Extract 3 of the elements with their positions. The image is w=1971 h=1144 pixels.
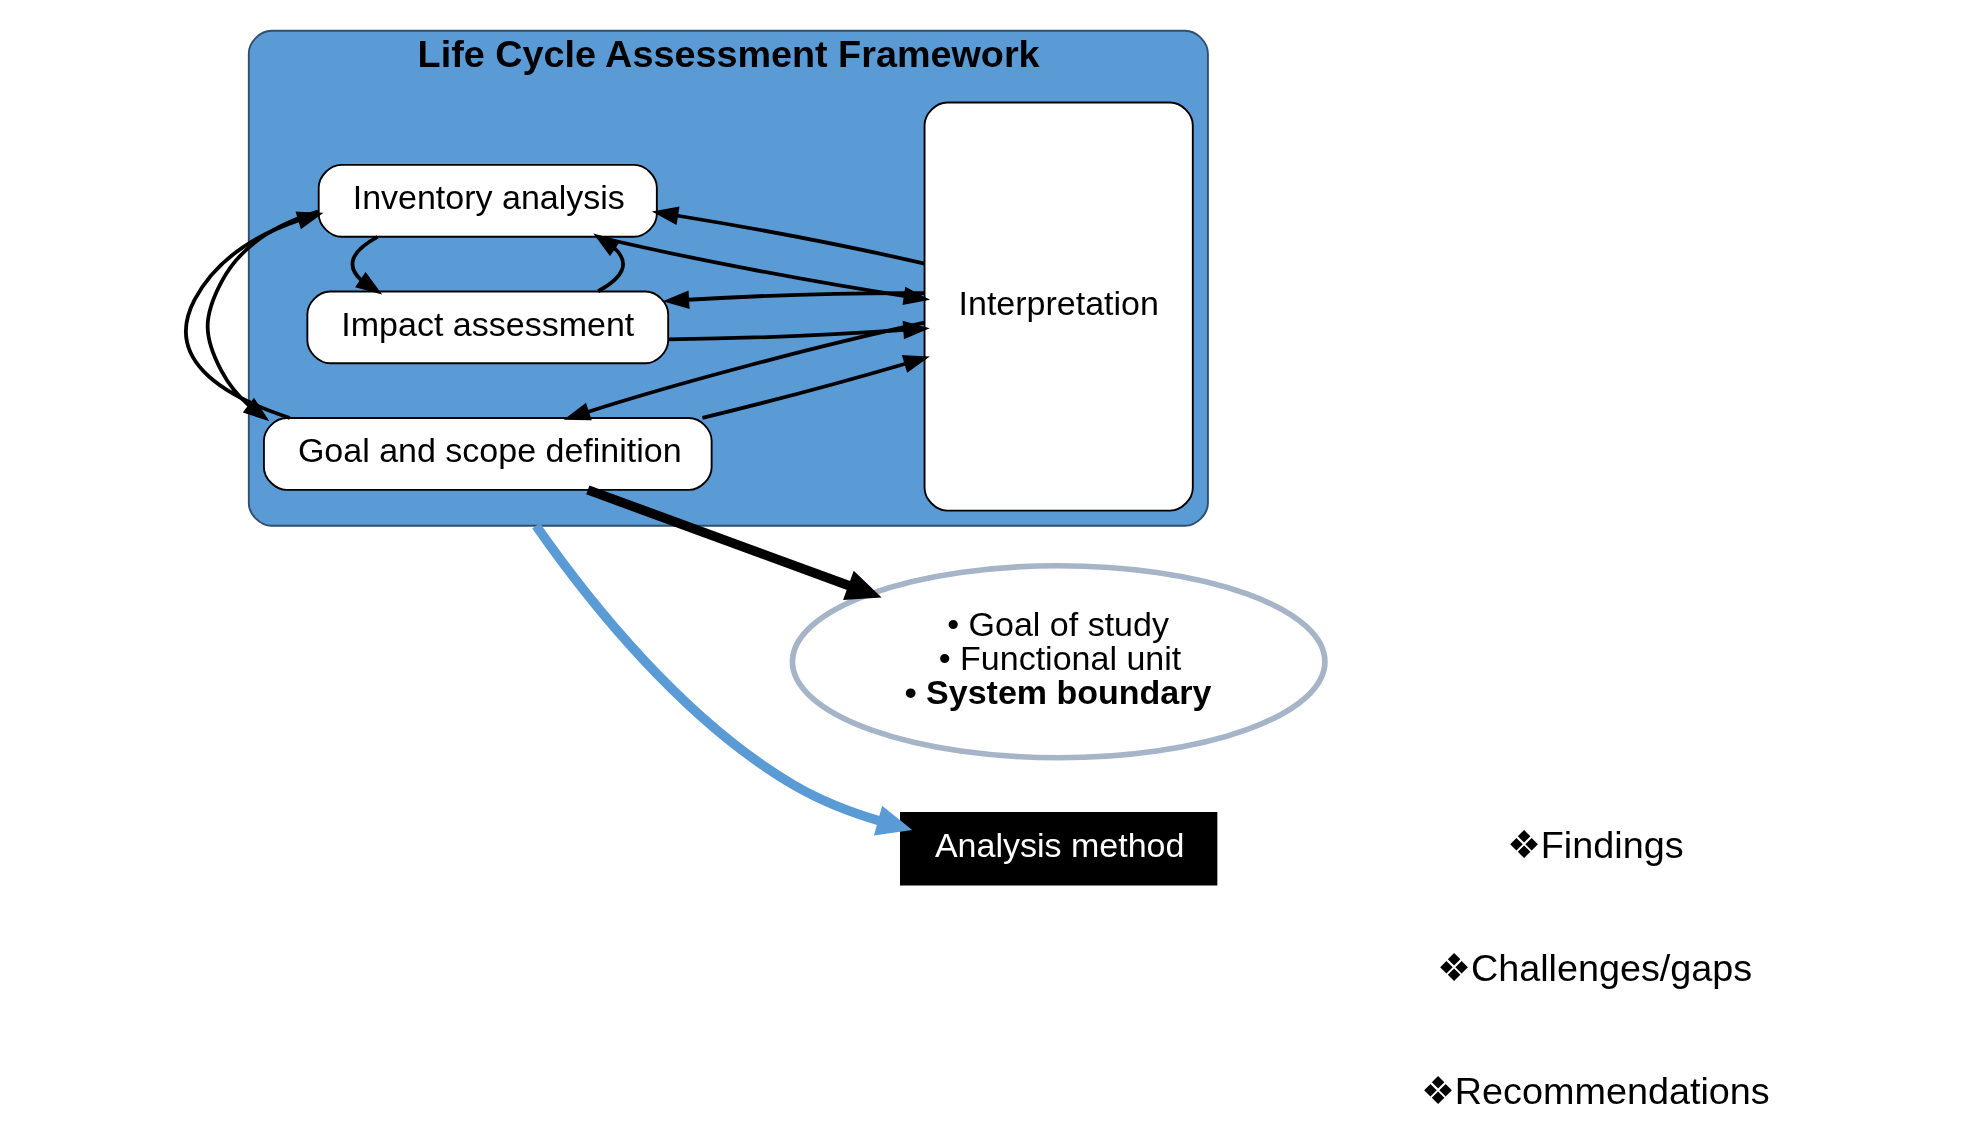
label: ❖Recommendations <box>1420 1069 1770 1112</box>
label: ❖Findings <box>1506 824 1684 867</box>
label: ❖Challenges/gaps <box>1436 946 1753 989</box>
